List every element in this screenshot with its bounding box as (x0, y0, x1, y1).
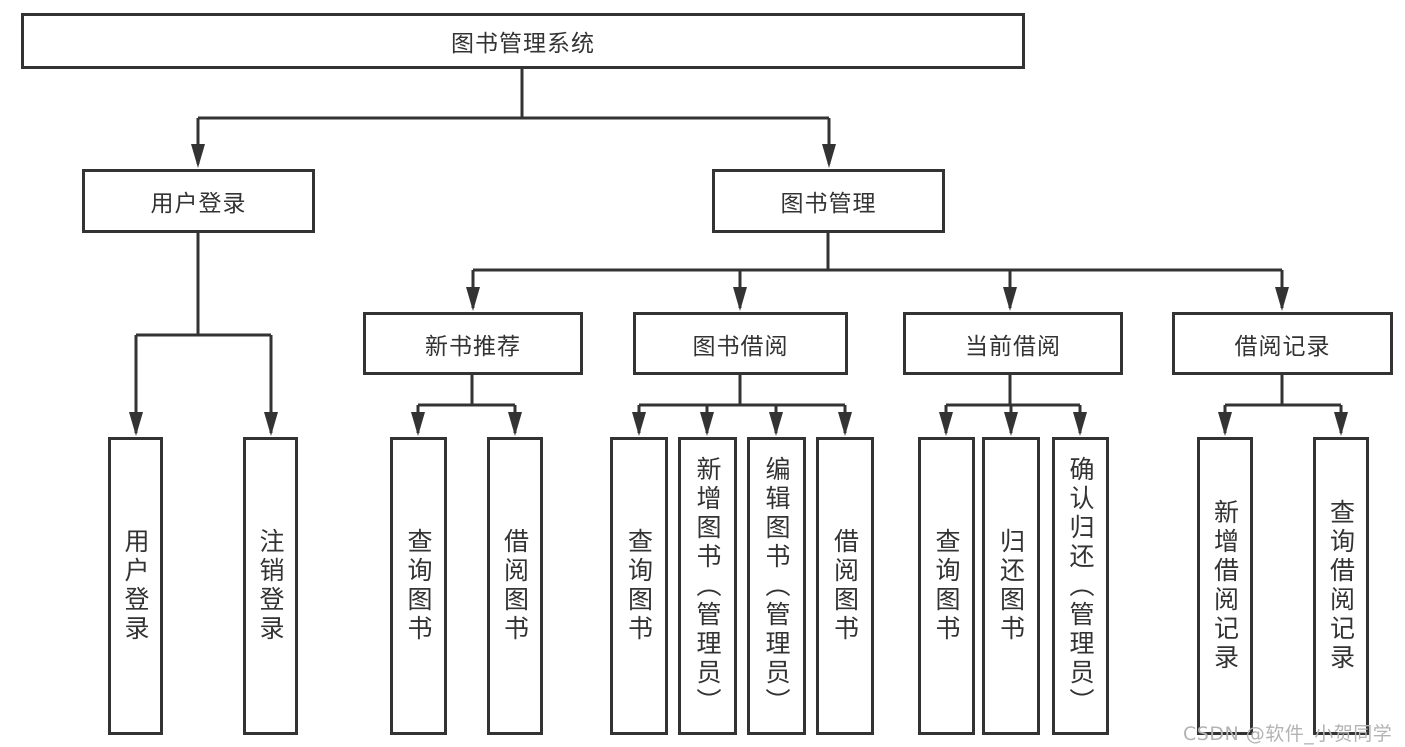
leaf-query-borrow-record: 查询借阅记录 (1313, 437, 1369, 735)
leaf-label: 新增图书（管理员） (693, 455, 722, 717)
arrowheads (129, 144, 1348, 436)
leaf-label: 新增借阅记录 (1210, 499, 1240, 673)
node-user-login: 用户登录 (82, 169, 315, 233)
node-book-management: 图书管理 (712, 169, 945, 233)
node-new-book-recommendation: 新书推荐 (363, 312, 583, 375)
leaf-label: 查询图书 (404, 528, 433, 644)
leaf-logout: 注销登录 (243, 437, 298, 735)
leaf-confirm-return-admin: 确认归还（管理员） (1052, 437, 1109, 735)
leaf-label: 用户登录 (121, 528, 150, 644)
leaf-add-borrow-record: 新增借阅记录 (1197, 437, 1253, 735)
leaf-borrow-books: 借阅图书 (487, 437, 543, 735)
node-book-borrowing: 图书借阅 (633, 312, 848, 375)
leaf-add-books-admin: 新增图书（管理员） (678, 437, 737, 735)
leaf-label: 借阅图书 (500, 528, 530, 644)
leaf-edit-books-admin: 编辑图书（管理员） (747, 437, 806, 735)
csdn-watermark: CSDN @软件_小贺同学 (1183, 723, 1393, 745)
leaf-label: 借阅图书 (830, 528, 860, 644)
leaf-label: 查询图书 (624, 528, 654, 644)
leaf-query-books: 查询图书 (610, 437, 668, 735)
node-borrowing-records: 借阅记录 (1172, 312, 1393, 375)
leaf-query-books: 查询图书 (390, 437, 447, 735)
node-library-management-system: 图书管理系统 (21, 13, 1025, 69)
leaf-borrow-books: 借阅图书 (816, 437, 874, 735)
leaf-user-login: 用户登录 (108, 437, 163, 735)
leaf-label: 编辑图书（管理员） (762, 455, 791, 717)
leaf-label: 查询借阅记录 (1326, 499, 1356, 673)
leaf-label: 注销登录 (256, 528, 285, 644)
leaf-return-books: 归还图书 (982, 437, 1040, 735)
leaf-query-books: 查询图书 (918, 437, 975, 735)
leaf-label: 归还图书 (996, 528, 1026, 644)
leaf-label: 确认归还（管理员） (1066, 455, 1095, 717)
node-current-borrowing: 当前借阅 (903, 312, 1123, 375)
leaf-label: 查询图书 (932, 528, 961, 644)
